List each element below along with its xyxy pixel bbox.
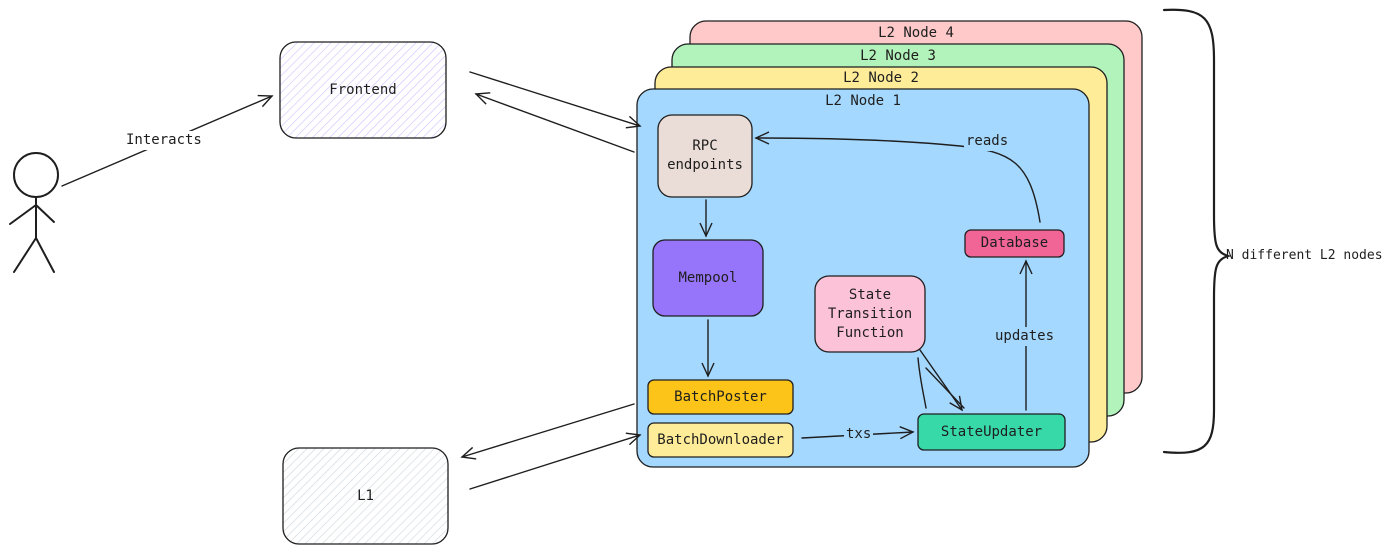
batch-downloader-box bbox=[647, 422, 794, 458]
batchposter-to-l1-arrow bbox=[460, 403, 635, 460]
stf-to-stateupdater-arrow-b bbox=[917, 357, 927, 409]
batch-poster-label: BatchPoster bbox=[674, 388, 767, 405]
interacts-label: Interacts bbox=[124, 131, 204, 150]
l2-node-4-title: L2 Node 4 bbox=[878, 25, 954, 41]
frontend-label: Frontend bbox=[329, 81, 397, 98]
l1-label: L1 bbox=[357, 487, 374, 504]
frontend-box bbox=[279, 41, 447, 139]
l2-node-1-title: L2 Node 1 bbox=[825, 93, 901, 109]
batch-poster-box bbox=[647, 379, 794, 415]
stf-to-stateupdater-arrow-a bbox=[919, 349, 963, 412]
l1-to-batchdownloader-arrow bbox=[469, 432, 642, 490]
stf-to-stateupdater-arrow-c bbox=[925, 367, 965, 409]
database-to-rpc-reads-arrow bbox=[754, 131, 1041, 223]
rpc-endpoints-label: RPC endpoints bbox=[667, 138, 743, 173]
mempool-box bbox=[652, 239, 764, 317]
state-updater-label: StateUpdater bbox=[940, 423, 1043, 440]
state-updater-box bbox=[917, 413, 1066, 451]
user-figure-icon bbox=[9, 152, 59, 273]
state-transition-function-label: State Transition Function bbox=[827, 286, 913, 341]
rpc-endpoints-box bbox=[657, 114, 753, 198]
state-transition-function-box bbox=[814, 275, 926, 353]
database-label: Database bbox=[980, 235, 1049, 251]
updates-label: updates bbox=[993, 327, 1057, 346]
node-to-frontend-arrow bbox=[474, 92, 635, 153]
frontend-to-node-arrow bbox=[469, 71, 642, 129]
right-curly-brace bbox=[1162, 8, 1232, 454]
brace-label: N different L2 nodes bbox=[1226, 248, 1383, 263]
mempool-label: Mempool bbox=[678, 269, 738, 286]
l2-node-2-title: L2 Node 2 bbox=[843, 70, 919, 86]
txs-label: txs bbox=[844, 425, 874, 444]
l2-node-3-title: L2 Node 3 bbox=[860, 48, 936, 64]
l1-box bbox=[282, 447, 449, 545]
reads-label: reads bbox=[964, 132, 1011, 151]
batch-downloader-label: BatchDownloader bbox=[657, 431, 784, 448]
database-box bbox=[964, 229, 1065, 258]
